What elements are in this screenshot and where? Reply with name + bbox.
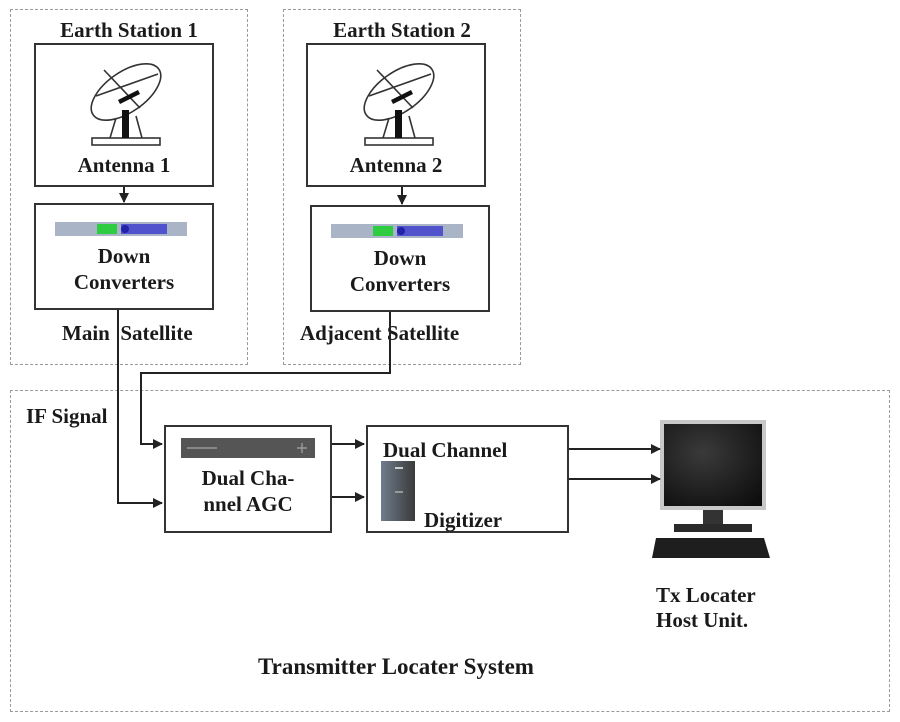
digitizer-label-line2: Digitizer: [424, 508, 503, 532]
down-converter-2-box: [310, 205, 490, 312]
digitizer-tower-icon: [381, 461, 415, 521]
earth-station-1-title: Earth Station 1: [60, 18, 198, 42]
host-unit-label-line2: Host Unit.: [656, 608, 749, 632]
satellite-dish-icon: [355, 56, 445, 148]
agc-rack-icon: [181, 438, 315, 458]
antenna-2-label: Antenna 2: [349, 153, 443, 177]
antenna-1-label: Antenna 1: [77, 153, 171, 177]
system-title: Transmitter Locater System: [258, 654, 534, 679]
earth-station-2-group: [283, 9, 521, 365]
down-converter-2-label-line1: Down: [373, 246, 427, 270]
if-signal-label: IF Signal: [26, 404, 108, 428]
satellite-dish-icon: [82, 56, 172, 148]
transmitter-locater-system-group: [10, 390, 890, 712]
main-satellite-if-line: [117, 310, 163, 508]
rack-unit-icon: [331, 224, 463, 238]
dual-channel-agc-label-line1: Dual Cha-: [201, 466, 295, 490]
down-converter-1-label-line1: Down: [97, 244, 151, 268]
adjacent-satellite-label: Adjacent Satellite: [300, 321, 460, 345]
dual-channel-agc-label-line2: nnel AGC: [203, 492, 293, 516]
earth-station-2-title: Earth Station 2: [333, 18, 471, 42]
down-converter-1-label-line2: Converters: [73, 270, 175, 294]
earth-station-1-group: [10, 9, 248, 365]
rack-unit-icon: [55, 222, 187, 236]
desktop-computer-icon: [652, 416, 784, 562]
adjacent-satellite-if-line: [140, 312, 391, 449]
down-converter-1-box: [34, 203, 214, 310]
main-satellite-label: Main Satellite: [62, 321, 193, 345]
host-unit-label-line1: Tx Locater: [656, 583, 756, 607]
digitizer-label-line1: Dual Channel: [383, 438, 508, 462]
down-converter-2-label-line2: Converters: [349, 272, 451, 296]
